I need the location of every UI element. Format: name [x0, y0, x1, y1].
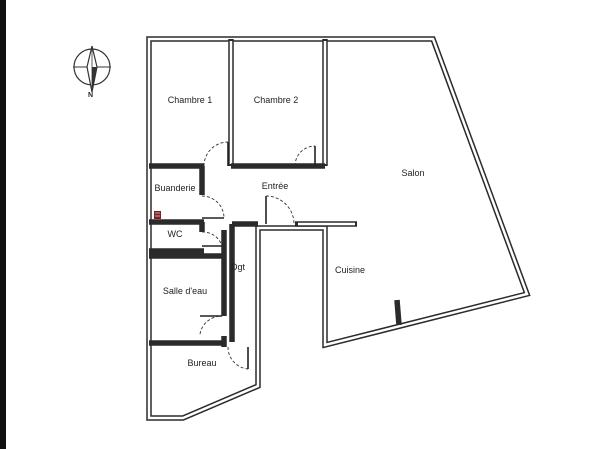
room-label-salle-d-eau: Salle d'eau — [163, 286, 207, 296]
doors — [199, 141, 316, 370]
compass-rose-icon: N — [73, 45, 111, 99]
left-edge-bar — [0, 0, 6, 449]
radiator-icon — [154, 211, 161, 219]
compass-north-letter: N — [88, 92, 93, 99]
interior-walls — [149, 39, 402, 347]
room-label-salon: Salon — [401, 168, 424, 178]
room-label-chambre-1: Chambre 1 — [168, 95, 213, 105]
exterior-walls — [146, 36, 531, 421]
room-label-buanderie: Buanderie — [154, 183, 195, 193]
room-label-bureau: Bureau — [187, 358, 216, 368]
room-label-dgt: Dgt — [231, 262, 246, 272]
room-label-chambre-2: Chambre 2 — [254, 95, 299, 105]
room-label-cuisine: Cuisine — [335, 265, 365, 275]
room-label-entree: Entrée — [262, 181, 289, 191]
room-label-wc: WC — [168, 229, 183, 239]
